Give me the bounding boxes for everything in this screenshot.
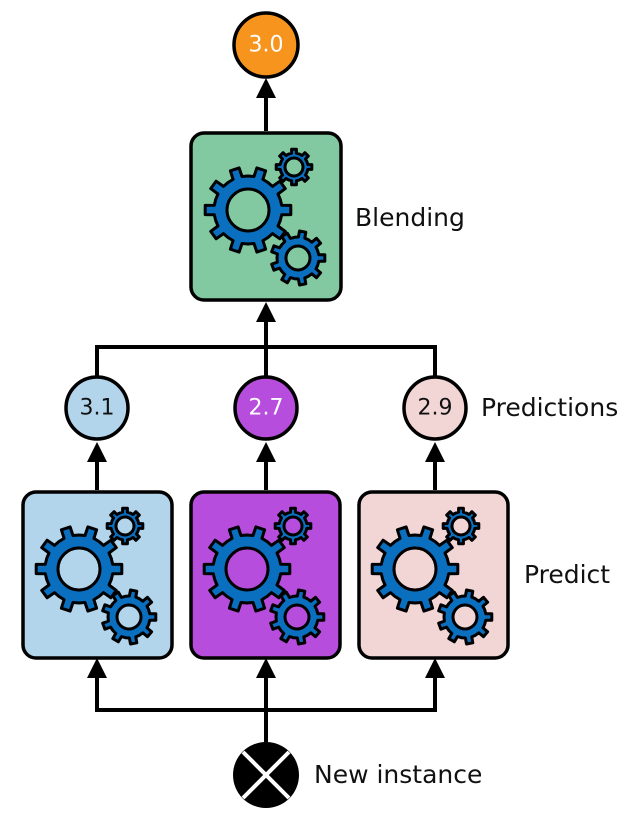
gear-shape: [203, 166, 293, 254]
gear-shape: [202, 525, 292, 613]
x-circle-icon: [233, 742, 299, 808]
prediction-node: 3.1: [64, 375, 130, 441]
prediction-circle: [402, 375, 468, 441]
connectors: [87, 78, 445, 742]
gear-shape: [269, 588, 326, 646]
predictors: [21, 490, 510, 660]
gear-icon: [34, 506, 158, 646]
prediction-node: 2.9: [402, 375, 468, 441]
gear-shape: [101, 588, 158, 646]
blender-node: [189, 131, 343, 302]
prediction-node: 2.7: [233, 375, 299, 441]
gear-shape: [370, 525, 460, 613]
gear-shape: [34, 525, 124, 613]
gear-shape: [274, 147, 314, 187]
predictor-node: [189, 490, 342, 660]
predict-label: Predict: [524, 560, 610, 589]
predictions: 3.1 2.7 2.9: [64, 375, 468, 441]
output-value: 3.0: [249, 33, 284, 58]
gear-shape: [270, 229, 327, 287]
gear-shape: [273, 506, 313, 546]
prediction-circle: [233, 375, 299, 441]
gear-icon: [202, 506, 326, 646]
predictor-node: [357, 490, 510, 660]
gear-shape: [441, 506, 481, 546]
prediction-value: 2.7: [249, 396, 284, 421]
prediction-circle: [64, 375, 130, 441]
prediction-value: 3.1: [80, 396, 115, 421]
prediction-value: 2.9: [418, 396, 453, 421]
new-instance-label: New instance: [314, 760, 482, 789]
predictor-node: [21, 490, 174, 660]
gear-shape: [437, 588, 494, 646]
output-circle: [232, 11, 300, 79]
predictions-label: Predictions: [481, 393, 618, 422]
blending-label: Blending: [355, 203, 465, 232]
gear-icon: [203, 147, 327, 287]
gear-shape: [105, 506, 145, 546]
output-node: 3.0: [232, 11, 300, 79]
gear-icon: [370, 506, 494, 646]
